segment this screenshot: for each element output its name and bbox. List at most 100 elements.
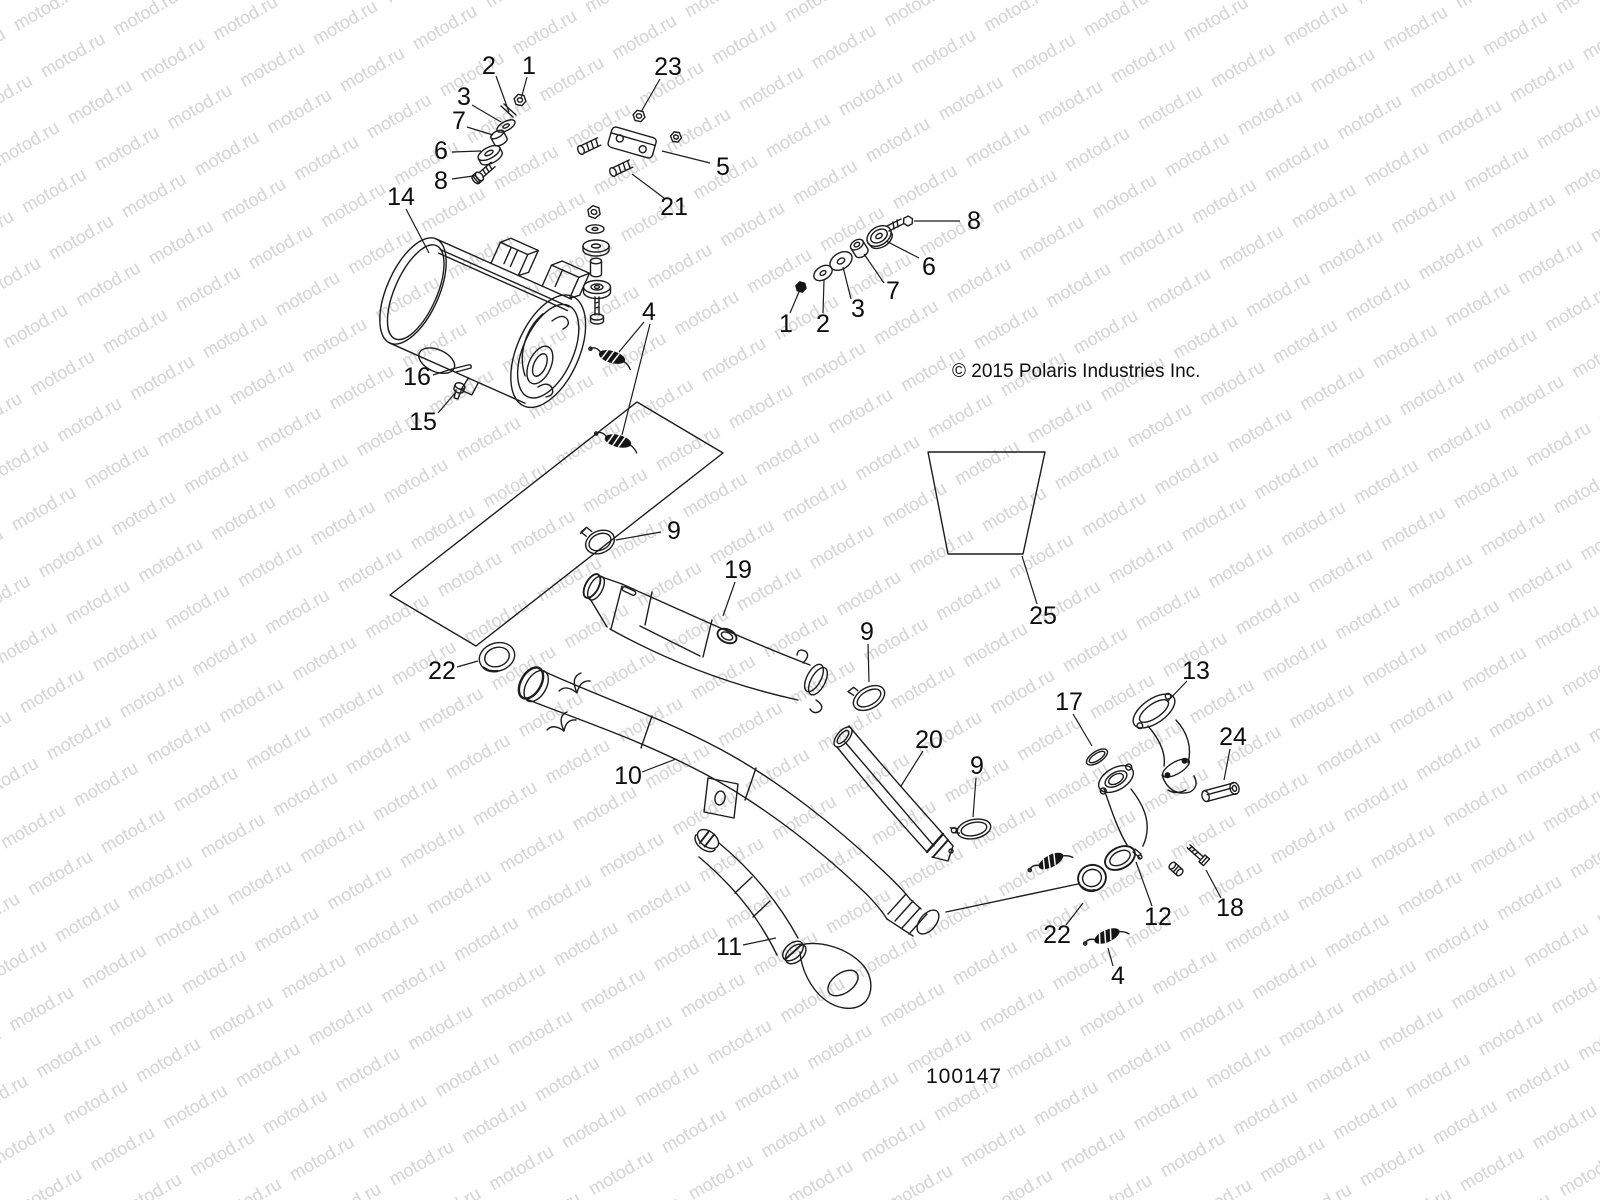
callout-24: 24 (1219, 723, 1247, 751)
callout-22: 22 (1043, 921, 1071, 949)
callout-12: 12 (1144, 903, 1172, 931)
leader-line-3 (842, 266, 852, 300)
leader-line-22 (456, 660, 479, 668)
leader-line-25 (1021, 555, 1038, 605)
callout-18: 18 (1216, 894, 1244, 922)
callout-2: 2 (816, 310, 830, 338)
leader-line-2 (495, 75, 510, 113)
leader-line-3 (471, 104, 502, 123)
clamp-9-b (847, 684, 886, 712)
clamp-24 (1201, 781, 1240, 803)
callout-21: 21 (660, 193, 688, 221)
muffler-hook (537, 383, 554, 398)
reference-plane-outline (389, 401, 724, 647)
callout-1: 1 (779, 310, 793, 338)
leader-line-6 (885, 240, 920, 259)
callout-20: 20 (915, 726, 943, 754)
leader-line-16 (432, 368, 453, 376)
leader-line-6 (451, 150, 482, 153)
callout-4: 4 (642, 298, 656, 326)
leader-line-7 (863, 253, 885, 284)
leader-line-7 (466, 126, 494, 136)
callout-9: 9 (860, 618, 874, 646)
seal-22-a (478, 641, 516, 673)
callout-5: 5 (716, 153, 730, 181)
leader-line-15 (437, 391, 457, 414)
leader-line-4 (1107, 947, 1114, 967)
leader-line-4 (621, 323, 651, 436)
leader-line-9 (615, 531, 662, 541)
callout-9: 9 (970, 752, 984, 780)
callout-4: 4 (1111, 962, 1125, 990)
callout-3: 3 (457, 83, 471, 111)
callout-23: 23 (654, 53, 682, 81)
callout-2: 2 (482, 52, 496, 80)
leader-line-1 (520, 76, 528, 100)
spring-4-d (1082, 928, 1130, 946)
callout-13: 13 (1182, 657, 1210, 685)
leader-line-11 (742, 937, 777, 946)
spring-4-b (593, 431, 638, 454)
seal-22-b (1077, 863, 1107, 893)
callout-25: 25 (1029, 602, 1057, 630)
exploded-view-art (379, 93, 1240, 1009)
leader-line-14 (405, 208, 430, 254)
leader-line-8 (451, 175, 474, 180)
callout-9: 9 (667, 517, 681, 545)
assembly-pointer-line (945, 883, 1079, 913)
bolt-18 (1186, 844, 1211, 867)
silencer-inlet-pipe-11 (694, 828, 872, 1009)
spring-4-a (588, 346, 631, 371)
heat-shield-20 (833, 725, 954, 862)
callout-6: 6 (434, 137, 448, 165)
leader-line-9 (972, 777, 977, 818)
callout-7: 7 (452, 107, 466, 135)
callout-1: 1 (522, 52, 536, 80)
rear-head-pipe-19 (582, 573, 829, 714)
leader-line-10 (641, 758, 677, 773)
leader-line-12 (1135, 861, 1153, 907)
leader-line-1 (789, 291, 800, 314)
leader-line-4 (618, 321, 645, 353)
callout-6: 6 (922, 253, 936, 281)
leader-line-13 (1166, 680, 1188, 703)
callout-15: 15 (409, 408, 437, 436)
head-pipe-13 (1132, 692, 1197, 794)
leader-line-23 (640, 78, 661, 113)
front-exhaust-pipe-12 (1097, 763, 1148, 871)
copyright-text: © 2015 Polaris Industries Inc. (952, 361, 1200, 382)
clamp-9-c (949, 818, 992, 840)
leader-line-21 (631, 173, 665, 199)
clamp-9-a (579, 526, 616, 555)
decal-25-outline (927, 451, 1046, 555)
leader-line-18 (1205, 869, 1222, 899)
callout-8: 8 (434, 167, 448, 195)
callout-14: 14 (387, 183, 415, 211)
diagram-number: 100147 (926, 1065, 1002, 1088)
callout-22: 22 (428, 657, 456, 685)
stud-18 (1168, 861, 1184, 877)
muffler-bracket-group (576, 109, 683, 177)
callout-19: 19 (724, 556, 752, 584)
muffler-hook (551, 315, 570, 330)
leader-line-20 (900, 750, 924, 787)
muffler-mount-stack (582, 204, 612, 325)
callout-8: 8 (967, 207, 981, 235)
muffler-rear-mount-fasteners (795, 215, 914, 293)
leader-line-24 (1223, 748, 1231, 781)
muffler-front-mount-fasteners (471, 93, 527, 185)
callout-7: 7 (886, 277, 900, 305)
leader-line-17 (1072, 713, 1093, 747)
leader-line-9 (867, 643, 870, 683)
leader-line-2 (822, 279, 825, 314)
callout-10: 10 (614, 762, 642, 790)
callout-3: 3 (851, 295, 865, 323)
leader-line-19 (722, 581, 736, 617)
leader-line-22 (1065, 902, 1084, 926)
front-y-pipe-10 (517, 666, 940, 937)
callout-17: 17 (1055, 688, 1083, 716)
callout-16: 16 (403, 363, 431, 391)
